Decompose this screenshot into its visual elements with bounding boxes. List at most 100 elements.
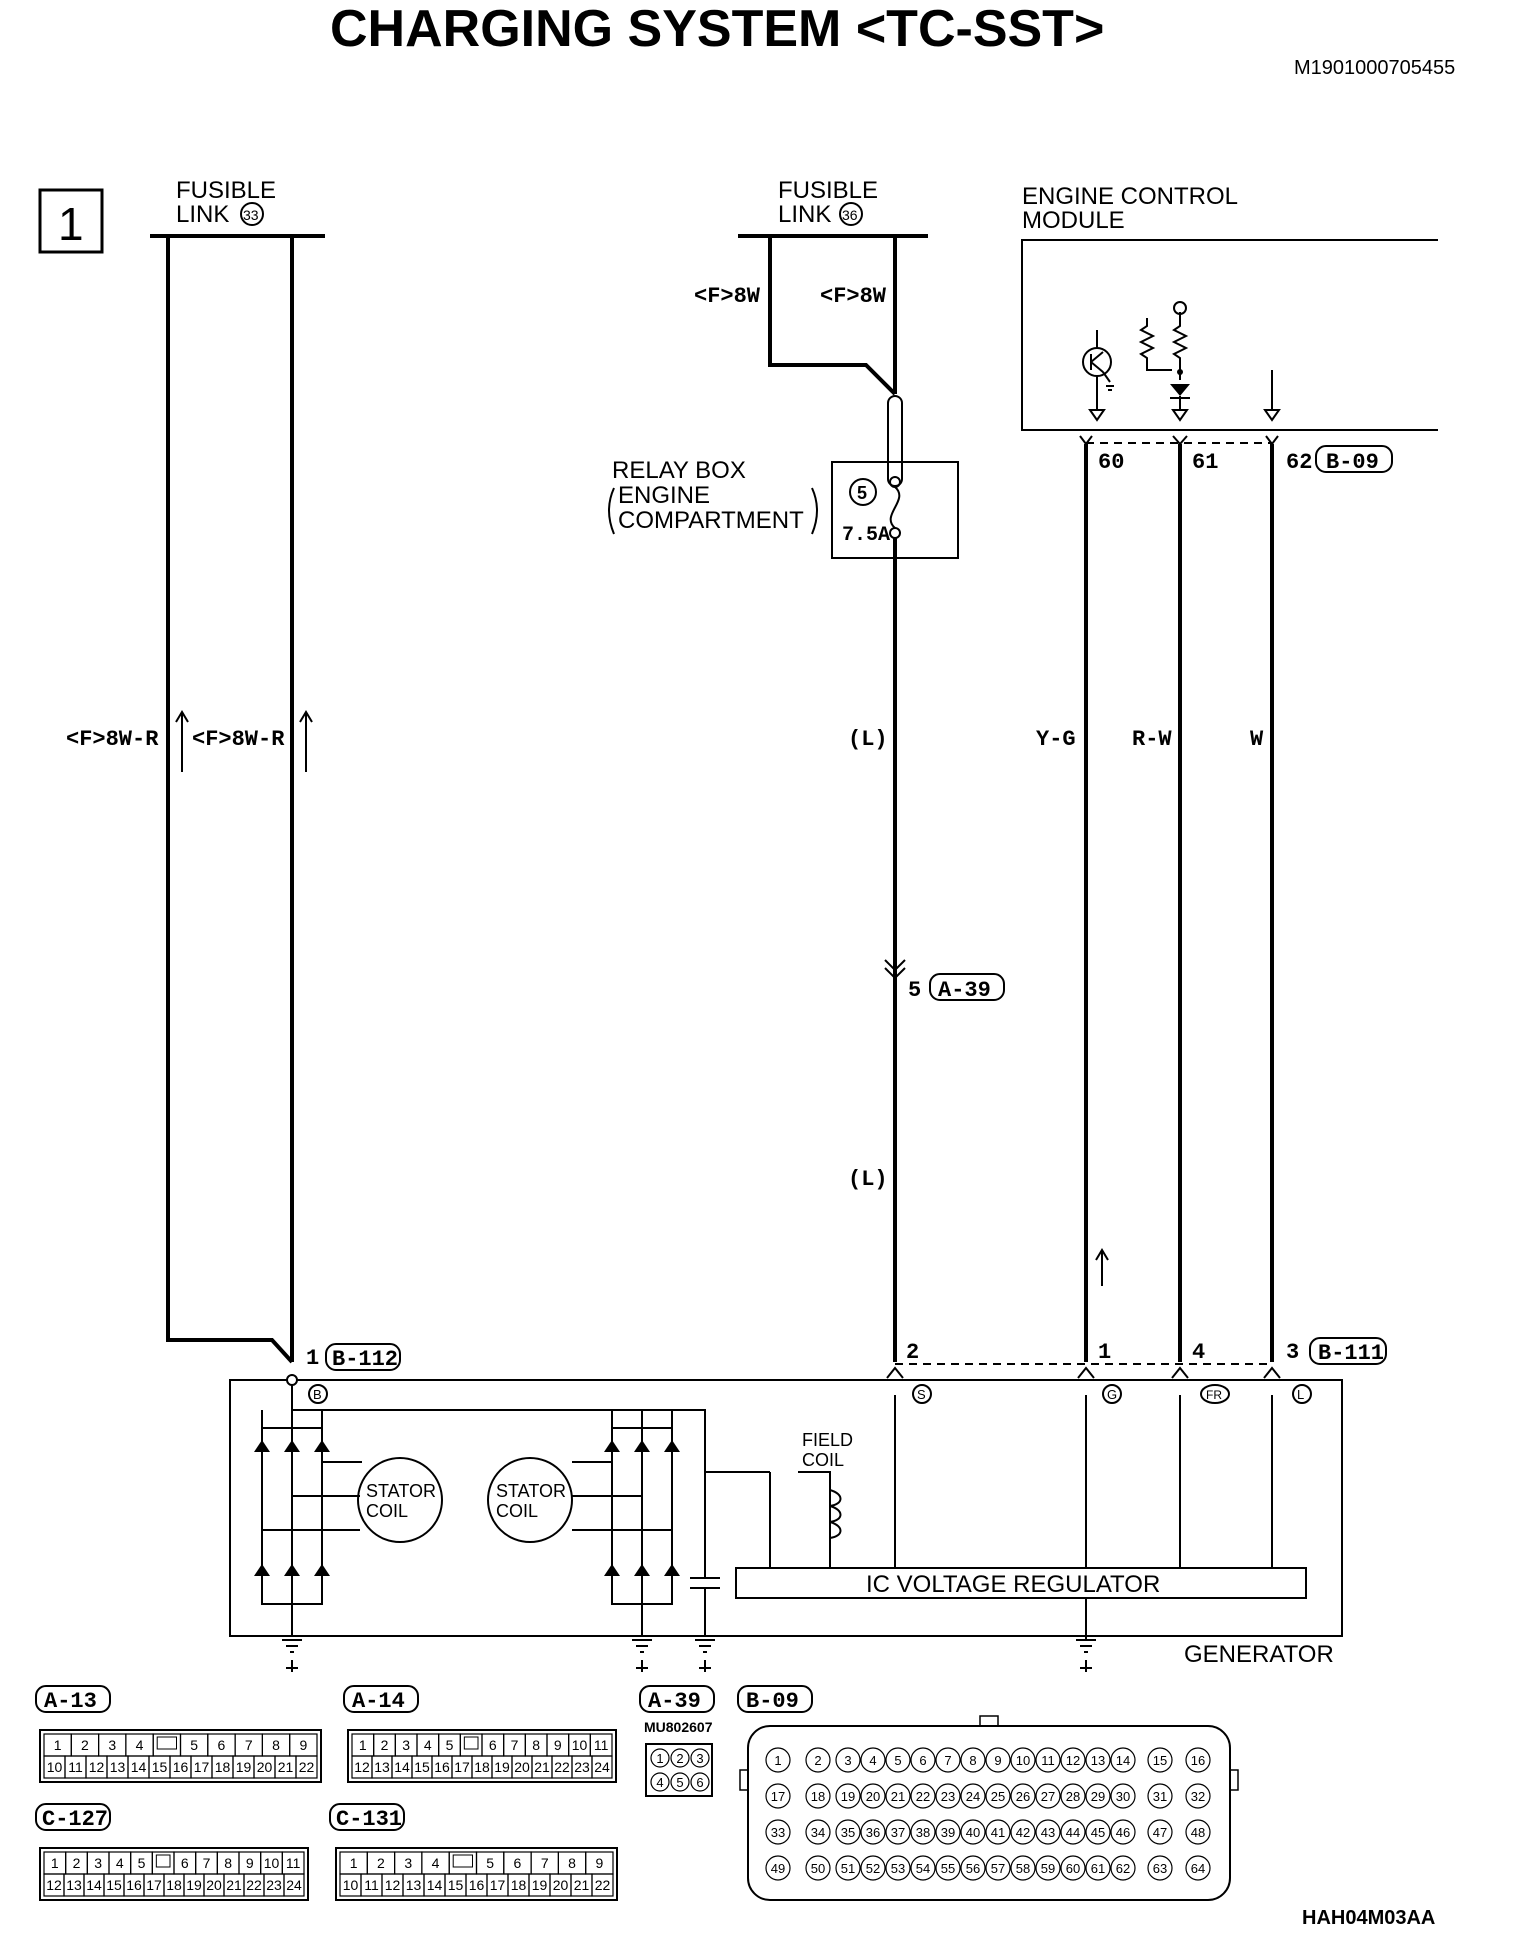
connector-pin-label: 21: [534, 1759, 550, 1775]
connector-pin-label: 12: [354, 1759, 370, 1775]
connector-pin-label: 4: [136, 1737, 144, 1753]
field-coil-label2: COIL: [802, 1450, 844, 1470]
connector-key: [155, 1854, 171, 1868]
a39-conn-box: [929, 973, 1005, 1001]
connector-pin-label: 14: [131, 1759, 147, 1775]
connector-key: [463, 1736, 479, 1750]
connector-pin-label: 9: [246, 1855, 254, 1871]
diode-icon: [284, 1564, 300, 1576]
fusible-link-33: FUSIBLE LINK 33: [150, 177, 325, 238]
conn-b09-tag: B-09: [746, 1689, 799, 1714]
ecm-resistor-2-icon: [1171, 312, 1189, 380]
relay-box-label3: COMPARTMENT: [618, 507, 804, 534]
fusible-link-33-number: 33: [243, 207, 259, 223]
fusible-link-36-number-circle: [839, 202, 863, 226]
connector-cavity: [1035, 1783, 1061, 1809]
connector-pin-label: 15: [106, 1877, 122, 1893]
conn-a13-tag-box: [35, 1685, 111, 1713]
connector-pin-label: 22: [246, 1877, 262, 1893]
terminal-g-circle: [1102, 1384, 1122, 1404]
terminal-l: L: [1297, 1387, 1304, 1402]
right-bridge-diodes-bottom: [604, 1564, 680, 1576]
connector-pin-label: 8: [969, 1753, 976, 1768]
connector-outline: [347, 1729, 617, 1783]
conn-b09-tag-box: [737, 1685, 813, 1713]
connector-cavity: [670, 1772, 690, 1792]
wire-label-l-upper: (L): [848, 727, 888, 752]
connector-pin-label: 7: [541, 1855, 549, 1871]
connector-pin-label: 13: [406, 1877, 422, 1893]
left-stator-wires: [262, 1461, 362, 1531]
connector-pin-label: 40: [966, 1825, 980, 1840]
connector-cavity: [910, 1855, 936, 1881]
connector-pin-label: 12: [385, 1877, 401, 1893]
diode-icon: [314, 1564, 330, 1576]
connector-pin-label: 14: [427, 1877, 443, 1893]
connector-pin-label: 16: [173, 1759, 189, 1775]
connector-cavity: [1185, 1819, 1211, 1845]
connector-pin-label: 20: [553, 1877, 569, 1893]
connector-cavity: [935, 1783, 961, 1809]
wire-label-rw: R-W: [1132, 727, 1172, 752]
connector-cavity: [960, 1855, 986, 1881]
relay-fuse-number-circle: [849, 478, 877, 506]
connector-cavity: [765, 1819, 791, 1845]
connector-pin-label: 8: [272, 1737, 280, 1753]
ecm-resistor-1-icon: [1138, 318, 1172, 371]
terminal-s-circle: [912, 1384, 932, 1404]
connector-cavity: [1147, 1783, 1173, 1809]
terminal-fr-arrow: [1171, 1366, 1189, 1379]
connector-cavity: [1010, 1747, 1036, 1773]
ecm-pin62-symbol: [1263, 370, 1281, 422]
conn-c127-tag-box: [35, 1803, 111, 1831]
ecm-label: ENGINE CONTROL: [1022, 183, 1238, 210]
connector-pin-label: 5: [676, 1775, 683, 1790]
b112-conn: B-112: [332, 1347, 398, 1372]
connector-cavity: [1147, 1855, 1173, 1881]
connector-pin-label: 54: [916, 1861, 930, 1876]
wire-f8wr-1: [166, 236, 294, 1364]
connector-cavity: [591, 1755, 613, 1779]
generator-label: GENERATOR: [1184, 1641, 1334, 1668]
connector-pin-label: 22: [595, 1877, 611, 1893]
diode-icon: [664, 1440, 680, 1452]
connector-pin-label: 19: [841, 1789, 855, 1804]
gen-internal-wiring: [261, 1395, 1273, 1568]
terminal-b: B: [313, 1387, 322, 1402]
ecm-vref-icon: [1173, 301, 1187, 315]
connector-pin-label: 3: [696, 1751, 703, 1766]
connector-pin-label: 19: [186, 1877, 202, 1893]
conn-a39-tag-box: [639, 1685, 715, 1713]
page-number: 1: [58, 198, 84, 250]
connector-pin-label: 8: [532, 1737, 540, 1753]
gen-pin-3: 3: [1286, 1340, 1299, 1365]
connector-cavity: [935, 1819, 961, 1845]
connector-cavity: [910, 1747, 936, 1773]
connector-pin-label: 3: [94, 1855, 102, 1871]
connector-pin-label: 59: [1041, 1861, 1055, 1876]
connector-pin-label: 1: [774, 1753, 781, 1768]
connector-pin-label: 19: [532, 1877, 548, 1893]
fuse-element: [889, 486, 901, 529]
connector-cavity: [1060, 1819, 1086, 1845]
connector-cavity: [885, 1747, 911, 1773]
connector-cavity: [1085, 1855, 1111, 1881]
connector-cavity: [1147, 1747, 1173, 1773]
fuse-terminal-bottom: [889, 527, 901, 539]
connector-pin-label: 10: [343, 1877, 359, 1893]
connector-pin-label: 31: [1153, 1789, 1167, 1804]
connector-pin-label: 6: [218, 1737, 226, 1753]
connector-cavity: [910, 1819, 936, 1845]
connector-cavity: [805, 1747, 831, 1773]
connector-cavity: [910, 1783, 936, 1809]
connector-pin-label: 10: [47, 1759, 63, 1775]
connector-pin-label: 16: [469, 1877, 485, 1893]
connector-cavity: [1110, 1819, 1136, 1845]
connector-pin-label: 41: [991, 1825, 1005, 1840]
connector-pin-label: 1: [656, 1751, 663, 1766]
connector-pin-label: 13: [1091, 1753, 1105, 1768]
current-arrow-g: [1095, 1248, 1109, 1286]
connector-pin-label: 23: [266, 1877, 282, 1893]
